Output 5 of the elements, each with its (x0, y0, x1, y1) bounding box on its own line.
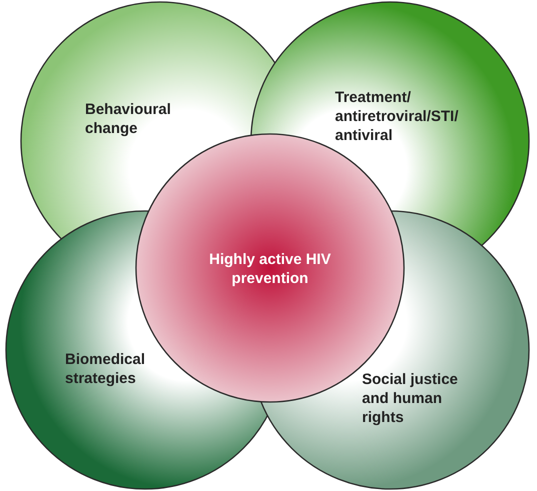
circle-label: Treatment/ antiretroviral/STI/ antiviral (335, 88, 458, 145)
circle-label: Behavioural change (85, 100, 172, 138)
circle-label: Highly active HIV prevention (208, 250, 332, 288)
circle-label: Social justice and human rights (362, 370, 459, 427)
circle-label: Biomedical strategies (65, 350, 146, 388)
